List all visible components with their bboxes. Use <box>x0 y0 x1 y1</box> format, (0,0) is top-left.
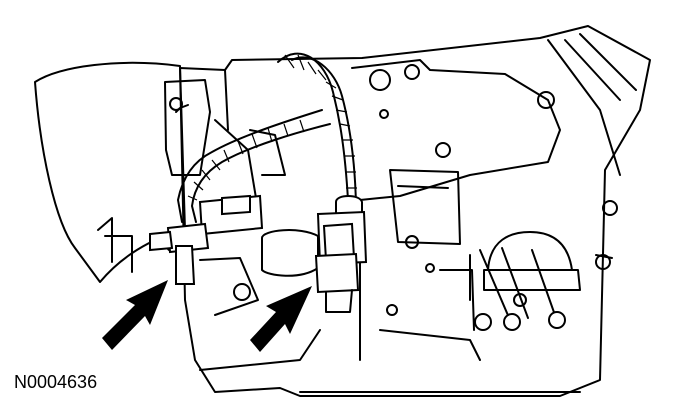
figure-id-label: N0004636 <box>14 372 98 392</box>
valve-body-bosses <box>379 231 613 361</box>
pan-area <box>166 229 321 371</box>
callout-arrow-left <box>102 280 168 350</box>
transmission-housing-left <box>34 61 186 283</box>
wire-harness <box>177 52 357 223</box>
sensor-connector <box>314 195 368 313</box>
transmission-case <box>164 25 651 397</box>
solenoid-connector <box>149 194 264 285</box>
callout-arrow-right <box>250 286 312 352</box>
